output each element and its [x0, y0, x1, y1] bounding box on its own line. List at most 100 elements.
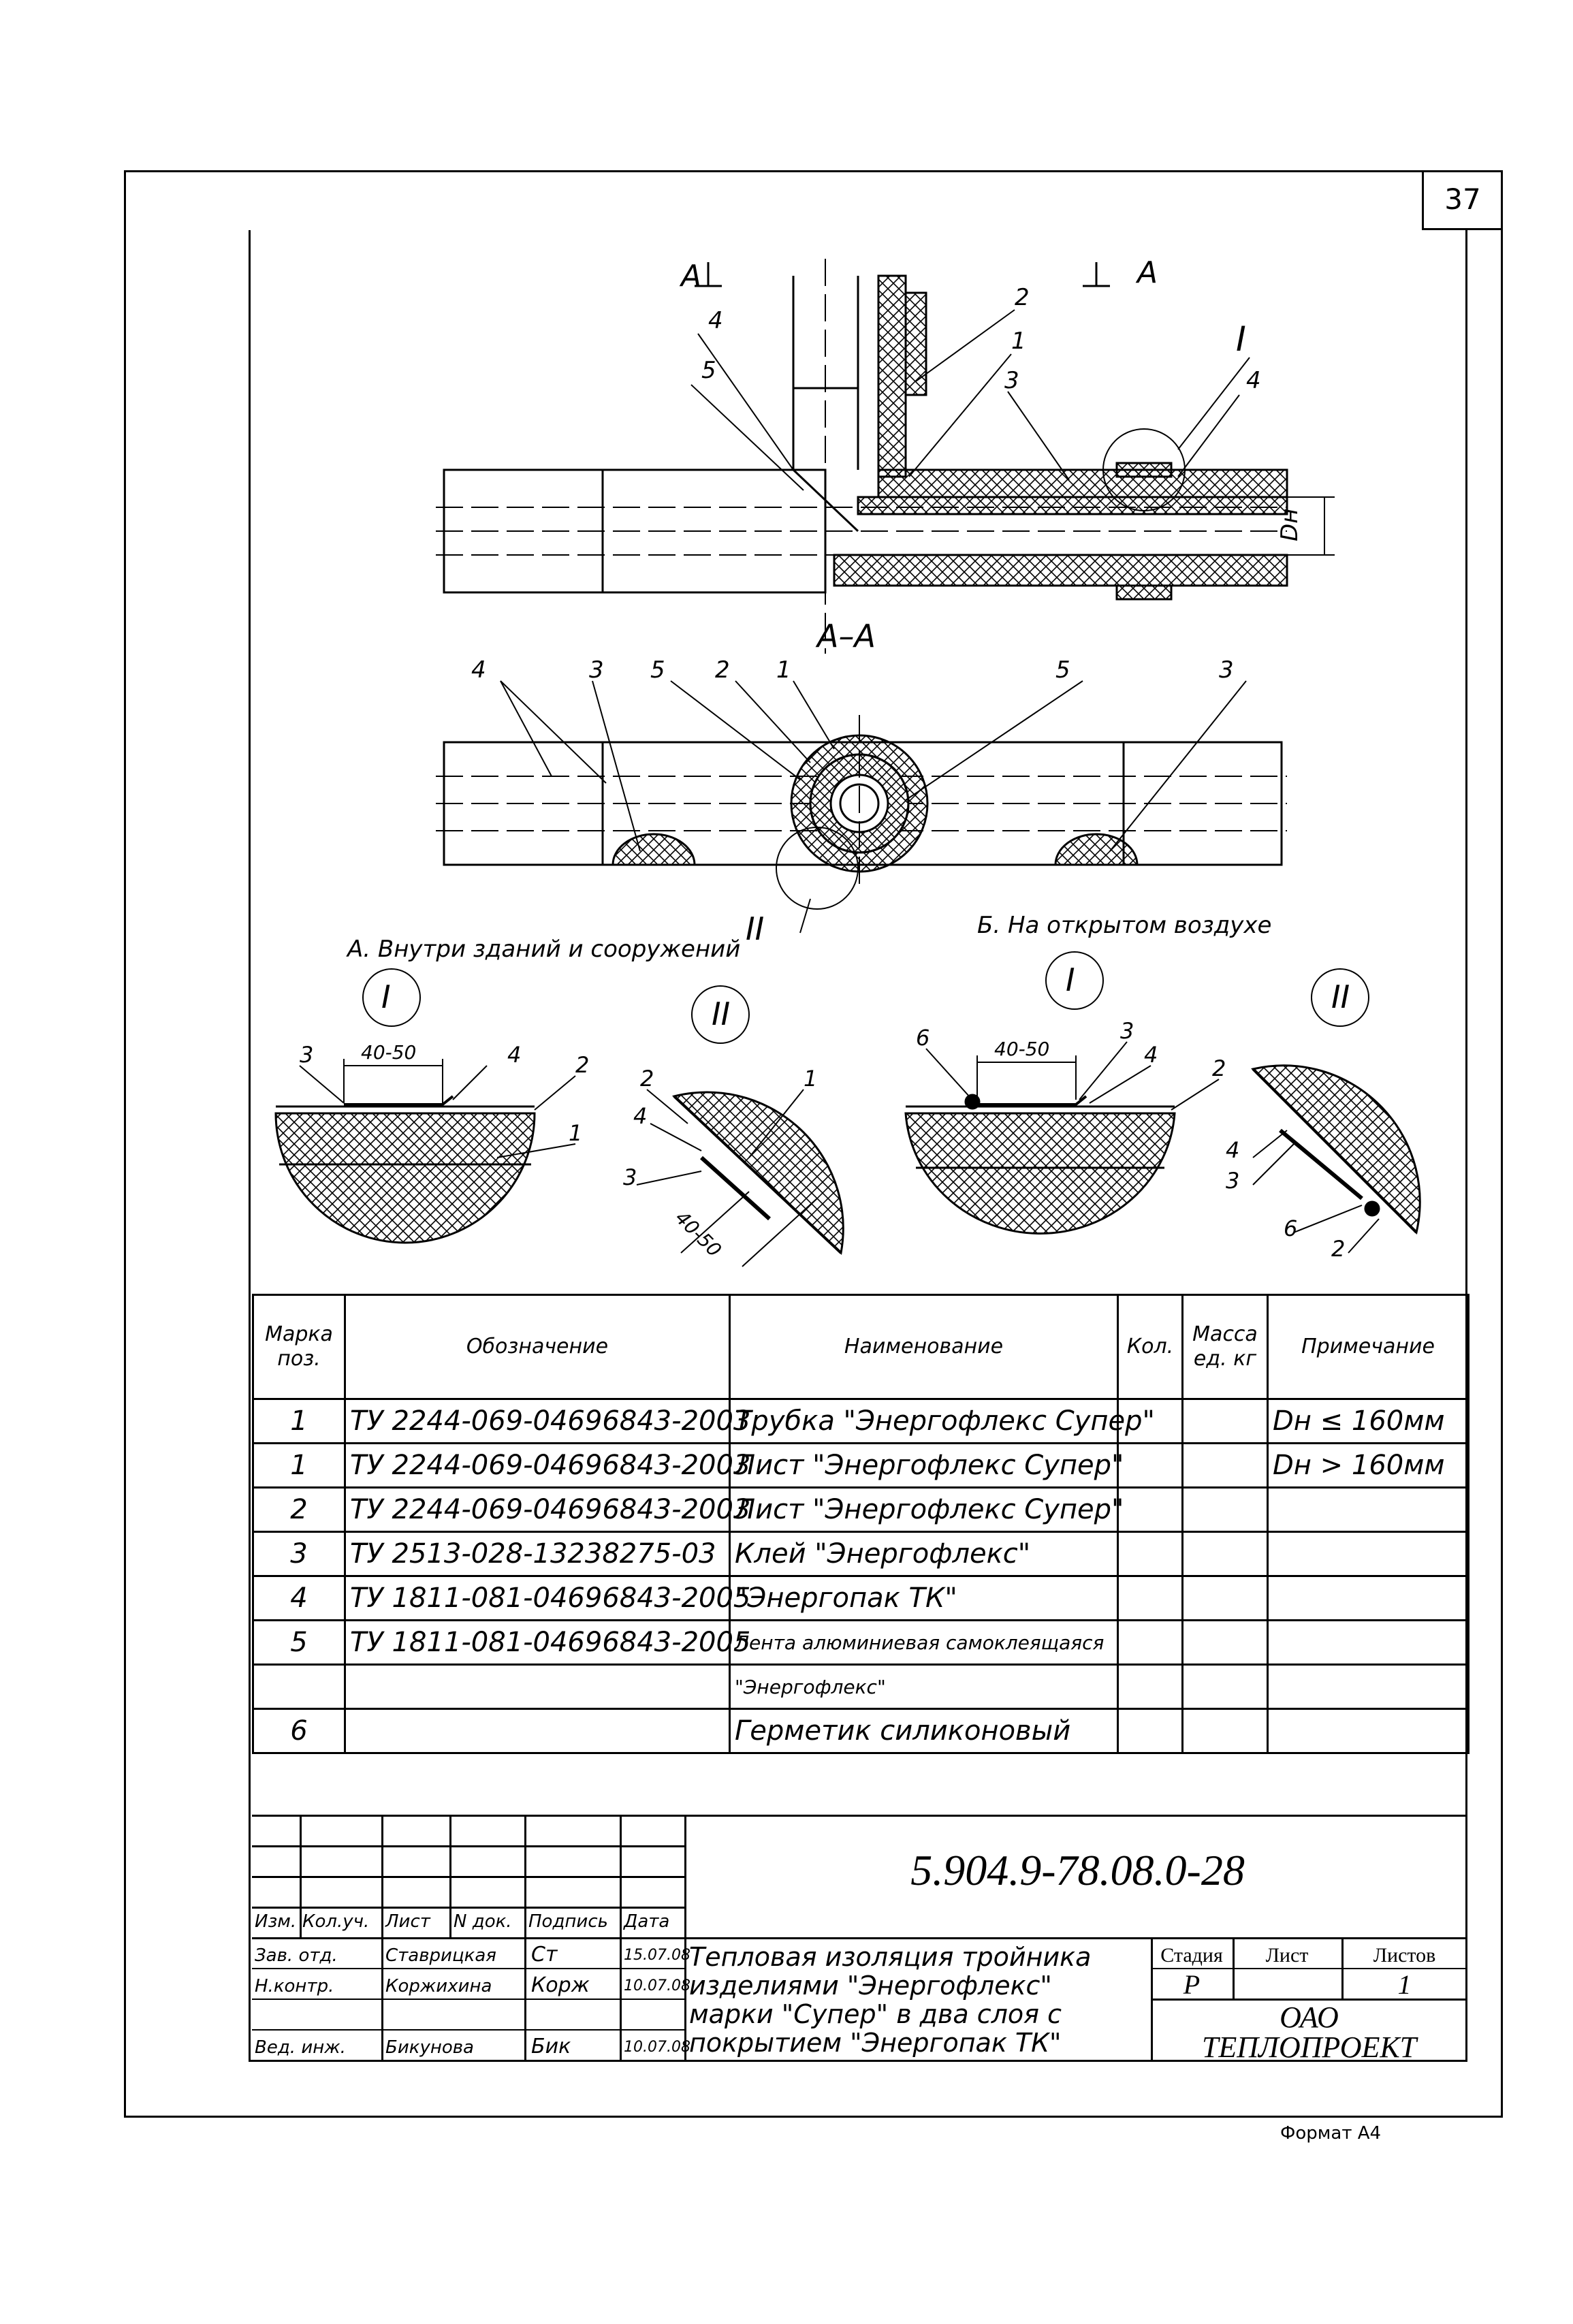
drawing-frame	[124, 170, 1503, 2118]
callout: 4	[1144, 1042, 1158, 1068]
drawing-title: Тепловая изоляция тройника изделиями "Эн…	[689, 1942, 1092, 2058]
cell-name: Лента алюминиевая самоклеящаяся	[729, 1619, 1119, 1666]
organization: ОАО ТЕПЛОПРОЕКТ	[1201, 2001, 1417, 2064]
signer-role: Вед. инж.	[255, 2037, 346, 2058]
callout: 4	[633, 1103, 647, 1129]
col-header: Дата	[624, 1911, 670, 1932]
callout: 5	[1055, 656, 1070, 684]
callout: 2	[575, 1052, 589, 1078]
cell-name: Лист "Энергофлекс Супер"	[729, 1486, 1124, 1533]
cell-mass	[1181, 1619, 1269, 1666]
callout: 1	[804, 1066, 817, 1092]
sheets-label: Листов	[1373, 1944, 1436, 1967]
sign-date: 15.07.08	[624, 1947, 690, 1964]
table-row: "Энергофлекс"	[252, 1664, 1469, 1710]
sign-date: 10.07.08	[624, 1977, 690, 1994]
signer-name: Ставрицкая	[385, 1945, 496, 1966]
callout: 6	[916, 1025, 930, 1051]
signer-role: Зав. отд.	[255, 1945, 338, 1966]
callout: 5	[701, 357, 716, 384]
callout: 3	[1004, 367, 1019, 394]
cell-mass	[1181, 1531, 1269, 1577]
detail-b2	[1251, 968, 1421, 1254]
detail-a2	[636, 985, 844, 1267]
callout-roman: I	[1236, 319, 1246, 359]
signature: Бик	[531, 2035, 571, 2058]
roman-label: I	[381, 978, 391, 1015]
cell-note	[1267, 1531, 1469, 1577]
table-row: 6 Герметик силиконовый	[252, 1708, 1469, 1754]
cell-pos: 6	[252, 1708, 346, 1754]
section-title: А–А	[815, 618, 876, 654]
cell-code: ТУ 1811-081-04696843-2005	[344, 1619, 750, 1666]
header-name: Наименование	[729, 1294, 1119, 1400]
table-row: 1 ТУ 2244-069-04696843-2003 Трубка "Энер…	[252, 1398, 1469, 1444]
cell-pos: 1	[252, 1442, 346, 1489]
callout-roman: II	[746, 910, 764, 947]
cell-name: Лист "Энергофлекс Супер"	[729, 1442, 1124, 1489]
cell-pos: 4	[252, 1575, 346, 1621]
dim-label: 40-50	[671, 1207, 726, 1262]
callout: 2	[640, 1066, 654, 1092]
format-label: Формат А4	[1280, 2123, 1382, 2144]
stage-value: Р	[1183, 1969, 1201, 2000]
cell-note	[1267, 1664, 1469, 1710]
callout: 1	[1011, 328, 1026, 355]
section-aa-view	[436, 680, 1287, 934]
header-pos: Марка поз.	[252, 1294, 346, 1400]
cell-code: ТУ 2244-069-04696843-2003	[344, 1442, 750, 1489]
col-header: N док.	[454, 1911, 512, 1932]
dim-label: 40-50	[361, 1041, 416, 1064]
table-row: 3 ТУ 2513-028-13238275-03 Клей "Энергофл…	[252, 1531, 1469, 1577]
cell-mass	[1181, 1664, 1269, 1710]
callout: 2	[1331, 1236, 1345, 1262]
tee-main-view	[436, 259, 1335, 654]
callout: 3	[300, 1042, 313, 1068]
document-number: 5.904.9-78.08.0-28	[910, 1846, 1245, 1894]
cell-qty	[1117, 1619, 1183, 1666]
callout: 3	[1226, 1168, 1239, 1194]
cell-pos: 5	[252, 1619, 346, 1666]
cell-code	[344, 1664, 731, 1710]
dim-label: 40-50	[994, 1038, 1049, 1060]
callout: 3	[589, 656, 604, 684]
cell-name: "Энергопак ТК"	[729, 1575, 1119, 1621]
inner-frame	[249, 230, 1467, 2062]
table-header-row: Марка поз. Обозначение Наименование Кол.…	[252, 1294, 1469, 1400]
cell-mass	[1181, 1398, 1269, 1444]
stage-label: Стадия	[1160, 1944, 1223, 1967]
cell-pos	[252, 1664, 346, 1710]
detail-b1	[904, 951, 1220, 1235]
cell-pos: 2	[252, 1486, 346, 1533]
col-header: Лист	[385, 1911, 430, 1932]
callout: 2	[1015, 284, 1030, 311]
title-block: 5.904.9-78.08.0-28 Изм. Кол.уч. Лист N д…	[252, 1815, 1467, 2064]
cell-name: Герметик силиконовый	[729, 1708, 1119, 1754]
cell-note	[1267, 1575, 1469, 1621]
cell-code	[344, 1708, 731, 1754]
callout: 4	[708, 307, 723, 334]
cell-pos: 3	[252, 1531, 346, 1577]
specification-table: Марка поз. Обозначение Наименование Кол.…	[252, 1294, 1469, 1754]
signature: Ст	[531, 1943, 558, 1967]
roman-label: II	[1331, 978, 1350, 1015]
callout: 4	[471, 656, 486, 684]
cell-name: Клей "Энергофлекс"	[729, 1531, 1119, 1577]
cell-note: Dн > 160мм	[1267, 1442, 1469, 1489]
signer-name: Коржихина	[385, 1976, 492, 1996]
header-qty: Кол.	[1117, 1294, 1183, 1400]
cell-code: ТУ 2244-069-04696843-2003	[344, 1486, 750, 1533]
callout: 6	[1284, 1215, 1297, 1241]
caption-indoor: А. Внутри зданий и сооружений	[346, 936, 740, 963]
dn-label: Dн	[1276, 509, 1303, 541]
cell-pos: 1	[252, 1398, 346, 1444]
cell-qty	[1117, 1531, 1183, 1577]
page-number: 37	[1422, 170, 1502, 230]
technical-drawing: А А Dн 4 5 2 1 3 I 4 А–А 4 3 5 2 1	[274, 255, 1421, 1267]
table-row: 2 ТУ 2244-069-04696843-2003 Лист "Энерго…	[252, 1486, 1469, 1533]
cell-note: Dн ≤ 160мм	[1267, 1398, 1469, 1444]
header-mass: Масса ед. кг	[1181, 1294, 1269, 1400]
header-code: Обозначение	[344, 1294, 731, 1400]
roman-label: II	[712, 996, 730, 1032]
section-mark-right: А	[1135, 255, 1158, 290]
